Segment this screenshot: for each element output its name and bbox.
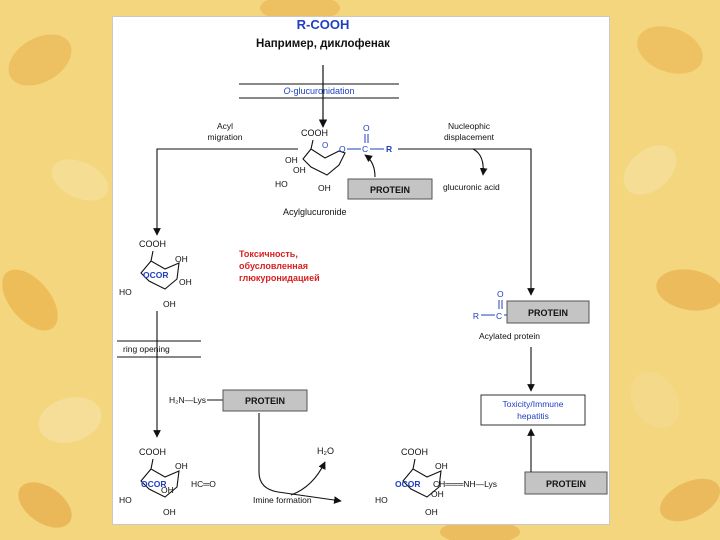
glucuronic-acid-label: glucuronic acid xyxy=(443,182,500,192)
nucleo-line2: displacement xyxy=(444,132,495,142)
oh-2b: OH xyxy=(179,277,192,287)
ocor-2: OCOR xyxy=(143,270,169,280)
nucleo-line1: Nucleophic xyxy=(448,121,491,131)
toxic-note-line3: глюкуронидацией xyxy=(239,273,320,283)
protein-label-2: PROTEIN xyxy=(245,396,285,406)
arrow-acyl-migration xyxy=(153,148,298,236)
protein-box-4 xyxy=(524,471,608,495)
glucuronidation-pathway-diagram: R-COOH Например, диклофенак O-glucuronid… xyxy=(117,17,608,517)
ho-2: HO xyxy=(119,287,132,297)
cooh-3: COOH xyxy=(139,447,166,457)
ocor-4: OCOR xyxy=(395,479,421,489)
toxic-note-line1: Токсичность, xyxy=(239,249,298,259)
cooh-4: COOH xyxy=(401,447,428,457)
protein-label-3: PROTEIN xyxy=(528,308,568,318)
oh-2c: OH xyxy=(163,299,176,309)
oh-2a: OH xyxy=(175,254,188,264)
oh-3c: OH xyxy=(163,507,176,517)
cooh-2: COOH xyxy=(139,239,166,249)
acylated-protein-label: Acylated protein xyxy=(479,331,540,341)
pyranose-ring-1 xyxy=(302,139,346,176)
oh-3b: OH xyxy=(161,485,174,495)
toxicity-box xyxy=(480,394,586,426)
acyl-migration-line1: Acyl xyxy=(217,121,233,131)
protein-box-2 xyxy=(222,389,308,412)
arrow-water-release xyxy=(290,461,326,496)
carbonyl-oxygen: O xyxy=(363,123,370,133)
acyl-carbon: C xyxy=(496,311,502,321)
ho-1: HO xyxy=(275,179,288,189)
acyl-r-group: R xyxy=(473,311,479,321)
ring-oxygen-1: O xyxy=(322,141,328,150)
arrow-imine-formation xyxy=(258,413,342,504)
protein-box-1 xyxy=(347,178,433,200)
toxicity-line1: Toxicity/Immune xyxy=(503,399,564,409)
ocor-3: OCOR xyxy=(141,479,167,489)
ring-opening-label: ring opening xyxy=(123,344,170,354)
oh-1c: OH xyxy=(318,183,331,193)
example-subtitle: Например, диклофенак xyxy=(256,38,390,50)
protein-label-4: PROTEIN xyxy=(546,479,586,489)
protein-attack-arrow xyxy=(364,154,376,178)
acyl-migration-line2: migration xyxy=(208,132,243,142)
arrow-nucleophilic xyxy=(398,148,535,296)
oh-4a: OH xyxy=(435,461,448,471)
ho-3: HO xyxy=(119,495,132,505)
arrow-glucuronic-release xyxy=(472,148,488,176)
water-label: H₂O xyxy=(317,446,334,456)
ho-4: HO xyxy=(375,495,388,505)
r-group: R xyxy=(386,144,392,154)
acyl-oxygen: O xyxy=(497,289,504,299)
carbonyl-carbon: C xyxy=(362,144,368,154)
diagram-slide: R-COOH Например, диклофенак O-glucuronid… xyxy=(112,16,610,525)
o-gluc-label: O-glucuronidation xyxy=(283,86,354,96)
toxicity-line2: hepatitis xyxy=(517,411,549,421)
oh-4b: OH xyxy=(431,489,444,499)
oh-4c: OH xyxy=(425,507,438,517)
open-chain-4 xyxy=(402,458,442,498)
imine-formation-label: Imine formation xyxy=(253,495,312,505)
open-chain-3 xyxy=(140,458,180,498)
toxic-note-line2: обусловленная xyxy=(239,261,308,271)
protein-box-3 xyxy=(506,300,590,324)
oh-1a: OH xyxy=(285,155,298,165)
formula-title: R-COOH xyxy=(297,17,350,32)
lys-amine: H₂N—Lys xyxy=(169,395,206,405)
oh-3a: OH xyxy=(175,461,188,471)
protein-label-1: PROTEIN xyxy=(370,185,410,195)
imine-group: CH═══NH—Lys xyxy=(433,479,497,489)
cooh-1: COOH xyxy=(301,128,328,138)
oh-1b: OH xyxy=(293,165,306,175)
ester-oxygen: O xyxy=(339,144,346,154)
acylglucuronide-label: Acylglucuronide xyxy=(283,207,347,217)
pyranose-ring-2 xyxy=(140,250,180,290)
aldehyde-3: HC═O xyxy=(191,479,216,489)
